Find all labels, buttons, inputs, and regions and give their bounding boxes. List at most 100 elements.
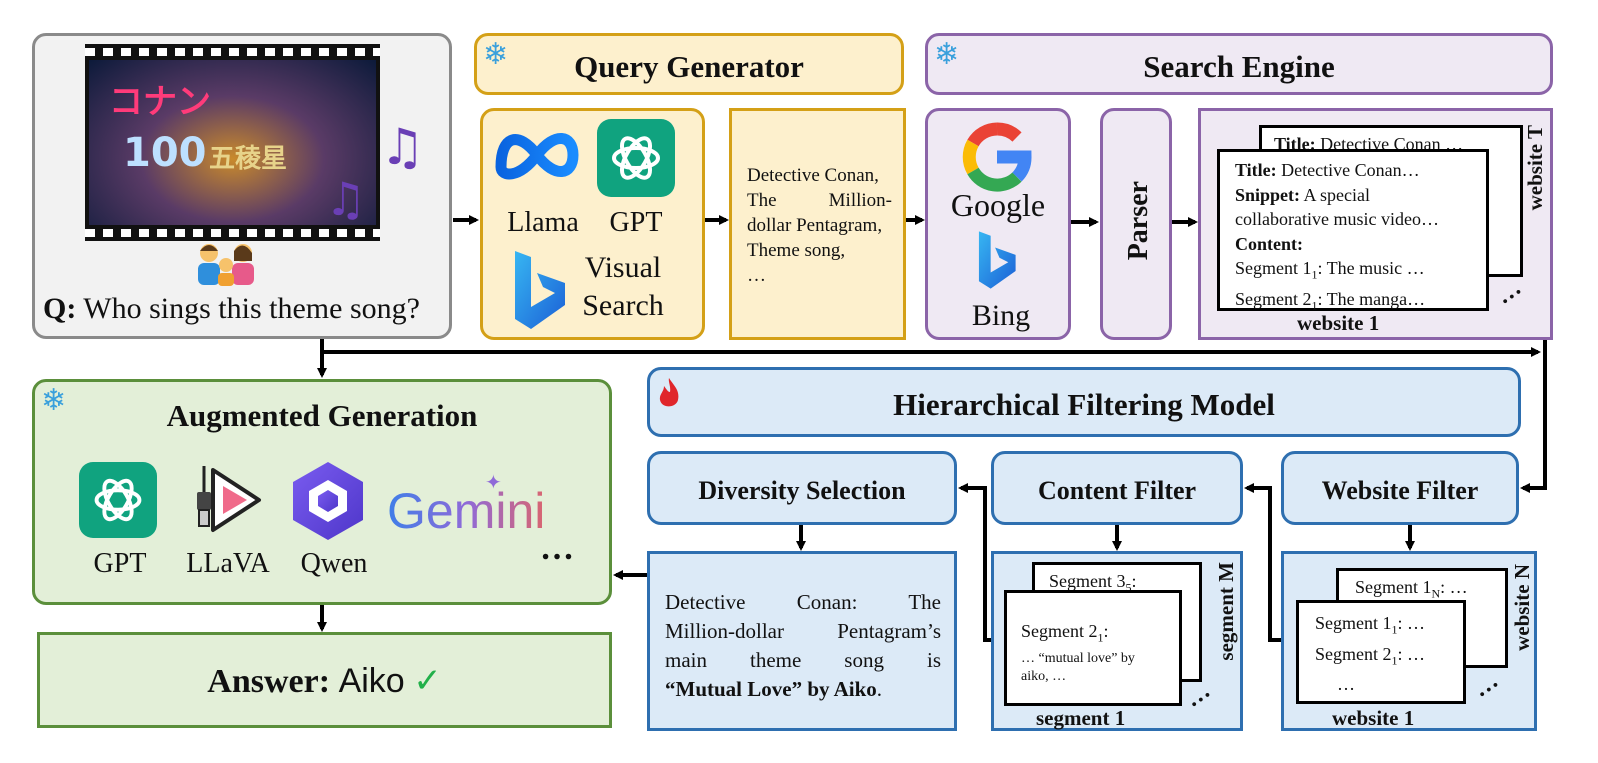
augmented-generation-box: ❄ Augmented Generation: [32, 379, 612, 605]
arrow: [1244, 483, 1281, 642]
queries-text: Detective Conan, The Million- dollar Pen…: [747, 163, 892, 288]
segment-quote: … “mutual love” by: [1021, 650, 1135, 666]
seg-sub: 1: [1391, 622, 1398, 637]
video-frame: コナン 100 五稜星: [85, 44, 380, 241]
seg-rest: : …: [1397, 613, 1426, 633]
seg-sub: 1: [1097, 630, 1104, 645]
website-filter-title: Website Filter: [1321, 476, 1479, 505]
website-filter-box: Segment 1N: … Segment 11: … Segment 21: …: [1281, 551, 1537, 731]
website-filter-header: Website Filter: [1281, 451, 1519, 525]
seg-label: Segment 1: [1355, 577, 1432, 597]
question-box: コナン 100 五稜星 ♫ ♫ Q: Who sings this theme …: [32, 33, 452, 339]
content-key: Content:: [1235, 233, 1303, 254]
more-models-ellipsis: …: [540, 530, 574, 567]
query-line: …: [747, 265, 766, 286]
seg-rest: :: [1103, 621, 1109, 641]
family-icon: [193, 241, 265, 287]
query-generator-title: Query Generator: [574, 49, 804, 84]
segment-front-line: Segment 21:: [1021, 619, 1165, 650]
search-engine-title: Search Engine: [1143, 49, 1335, 84]
qwen-icon: [285, 458, 371, 549]
parser-box: Parser: [1100, 108, 1172, 340]
question-text: Q: Who sings this theme song?: [43, 292, 420, 326]
gpt-label: GPT: [609, 207, 663, 238]
seg-rest: : …: [1440, 577, 1468, 597]
segment-quote: aiko, …: [1021, 668, 1067, 684]
wf-front-label: website 1: [1332, 706, 1415, 730]
search-engine-header: ❄ Search Engine: [925, 33, 1553, 95]
llava-label: LLaVA: [186, 548, 270, 579]
augmented-generation-title: Augmented Generation: [166, 398, 478, 433]
check-icon: ✓: [413, 661, 442, 701]
bing-icon: [511, 249, 571, 336]
website-snippet-line: Snippet: A special: [1235, 183, 1471, 208]
qwen-label: Qwen: [300, 548, 368, 579]
generated-queries-box: Detective Conan, The Million- dollar Pen…: [729, 108, 906, 340]
diversity-title: Diversity Selection: [698, 476, 906, 505]
diversity-result-box: Detective Conan: The Million-dollar Pent…: [647, 551, 957, 731]
snowflake-icon: ❄: [41, 383, 67, 418]
openai-gpt-icon: [79, 462, 157, 538]
snippet-key: Snippet:: [1235, 184, 1301, 205]
snowflake-icon: ❄: [934, 37, 960, 72]
llama-label: Llama: [507, 207, 579, 238]
seg-rest: : The manga…: [1317, 289, 1426, 310]
result-line: Million-dollar Pentagram’s: [665, 619, 941, 643]
fire-icon: [656, 376, 682, 415]
meta-llama-icon: [491, 125, 583, 190]
llava-icon: [189, 458, 269, 547]
segment-front-label: segment 1: [1036, 706, 1126, 730]
visual-search-label-1: Visual: [584, 251, 662, 284]
arrow: [958, 483, 991, 642]
query-line: The Million-: [747, 190, 892, 211]
seg-label: Segment 2: [1235, 289, 1312, 310]
seg-rest: : The music …: [1317, 258, 1425, 278]
seg-label: Segment 3: [1049, 571, 1126, 591]
content-filter-title: Content Filter: [1037, 476, 1197, 505]
website-title-line: Title: Detective Conan…: [1235, 158, 1471, 183]
website-front-label: website 1: [1297, 311, 1380, 335]
answer-value: Aiko: [338, 662, 405, 700]
diversity-result-text: Detective Conan: The Million-dollar Pent…: [665, 588, 941, 704]
seg-label: Segment 2: [1021, 621, 1098, 641]
seg-rest: : …: [1397, 643, 1426, 664]
bing-icon: [976, 226, 1020, 299]
gemini-sparkle-icon: ✦: [485, 470, 502, 494]
seg-sub: 1: [1311, 298, 1318, 313]
visual-search-label-2: Search: [582, 289, 664, 322]
seg-rest: :: [1131, 571, 1137, 591]
query-line: dollar Pentagram,: [747, 215, 883, 236]
google-label: Google: [950, 187, 1046, 223]
title-key: Title:: [1235, 160, 1277, 180]
arrow: [1520, 340, 1547, 493]
answer-box: Answer: Aiko ✓: [37, 632, 612, 728]
seg-sub: 1: [1311, 267, 1318, 282]
result-bold: “Mutual Love” by Aiko: [665, 677, 877, 701]
query-generator-header: ❄ Query Generator: [474, 33, 904, 95]
result-line: main theme song is: [665, 648, 941, 672]
content-filter-box: Segment 35: Segment 21: … “mutual love” …: [991, 551, 1243, 731]
seg-sub: 5: [1125, 580, 1132, 595]
question-prefix: Q:: [43, 292, 77, 325]
answer-label: Answer:: [207, 663, 331, 700]
result-line-last: “Mutual Love” by Aiko.: [665, 675, 941, 704]
engines-box: Google Bing: [925, 108, 1071, 340]
website-segment-2: Segment 21: The manga…: [1235, 287, 1471, 318]
seg-sub: 1: [1391, 653, 1398, 668]
diversity-selection-header: Diversity Selection: [647, 451, 957, 525]
seg-label: Segment 1: [1235, 258, 1312, 278]
title-value: Detective Conan…: [1281, 160, 1420, 180]
result-line: Detective Conan: The: [665, 590, 941, 614]
segment-card-front: Segment 21: … “mutual love” by aiko, …: [1004, 590, 1182, 706]
wf-line: …: [1337, 674, 1355, 695]
seg-sub: N: [1431, 586, 1441, 601]
bing-label: Bing: [971, 299, 1031, 332]
websites-box: Title: Detective Conan … Title: Detectiv…: [1198, 108, 1553, 340]
wf-line: Segment 21: …: [1315, 642, 1447, 673]
seg-label: Segment 1: [1315, 613, 1392, 633]
query-line: Theme song,: [747, 240, 846, 261]
snowflake-icon: ❄: [483, 37, 509, 72]
website-snippet-line2: collaborative music video…: [1235, 209, 1439, 229]
snippet-value: A special: [1303, 184, 1371, 205]
